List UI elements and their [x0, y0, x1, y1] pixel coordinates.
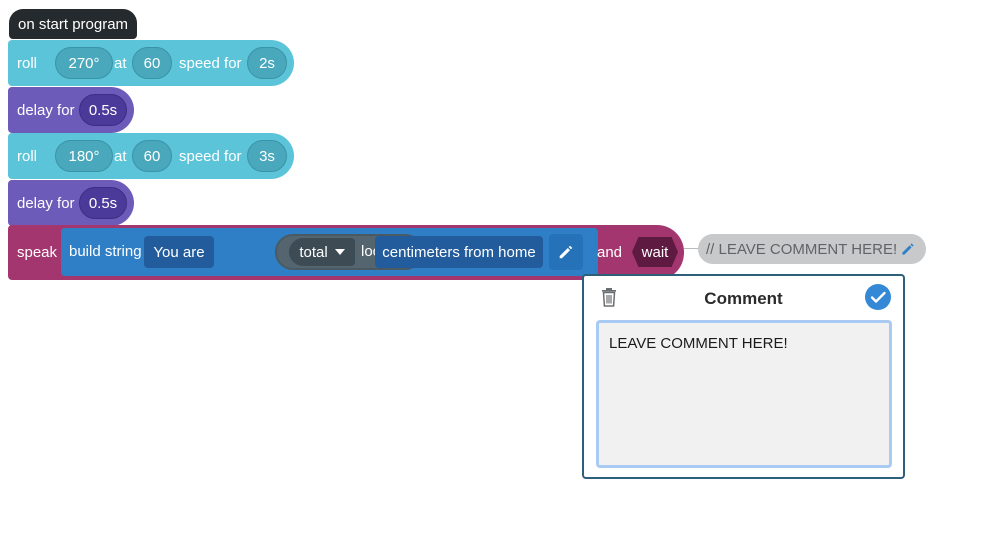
- roll-block-1[interactable]: roll 270° at 60 speed for 2s: [8, 40, 294, 86]
- delay-duration-input[interactable]: 0.5s: [79, 187, 127, 219]
- build-string-label: build string: [69, 243, 142, 260]
- roll-label: roll: [17, 54, 38, 72]
- and-label: and: [597, 244, 623, 261]
- total-dropdown[interactable]: total: [289, 238, 355, 266]
- delay-block-2[interactable]: delay for 0.5s: [8, 180, 134, 226]
- string-part-2-input[interactable]: centimeters from home: [375, 236, 543, 268]
- heading-input[interactable]: 180°: [55, 140, 113, 172]
- string-part-1-input[interactable]: You are: [144, 236, 214, 268]
- duration-input[interactable]: 2s: [247, 47, 287, 79]
- speed-for-label: speed for: [179, 55, 242, 72]
- build-string-block[interactable]: build string You are total location cent…: [61, 228, 598, 276]
- comment-tag[interactable]: // LEAVE COMMENT HERE!: [698, 234, 926, 264]
- chevron-down-icon: [334, 249, 345, 255]
- hat-label: on start program: [18, 15, 129, 33]
- comment-panel: Comment LEAVE COMMENT HERE!: [582, 274, 905, 479]
- speak-block[interactable]: speak build string You are total locatio…: [8, 225, 684, 280]
- heading-input[interactable]: 270°: [55, 47, 113, 79]
- trash-icon[interactable]: [600, 287, 618, 307]
- speed-input[interactable]: 60: [132, 140, 172, 172]
- at-label: at: [114, 148, 127, 165]
- comment-textarea[interactable]: LEAVE COMMENT HERE!: [596, 320, 892, 468]
- comment-connector: [684, 248, 698, 249]
- wait-toggle[interactable]: wait: [632, 237, 678, 267]
- speed-for-label: speed for: [179, 148, 242, 165]
- delay-duration-input[interactable]: 0.5s: [79, 94, 127, 126]
- delay-label: delay for: [17, 101, 75, 119]
- speak-label: speak: [17, 244, 58, 261]
- checkmark-icon: [870, 291, 886, 303]
- check-circle-icon[interactable]: [865, 284, 891, 310]
- speed-input[interactable]: 60: [132, 47, 172, 79]
- roll-label: roll: [17, 147, 38, 165]
- at-label: at: [114, 55, 127, 72]
- comment-tag-text: // LEAVE COMMENT HERE!: [706, 240, 898, 258]
- delay-label: delay for: [17, 194, 75, 212]
- comment-panel-title: Comment: [704, 289, 783, 308]
- duration-input[interactable]: 3s: [247, 140, 287, 172]
- edit-string-button[interactable]: [549, 234, 583, 270]
- roll-block-2[interactable]: roll 180° at 60 speed for 3s: [8, 133, 294, 179]
- pencil-icon: [559, 245, 573, 259]
- start-hat-block[interactable]: on start program: [9, 9, 138, 39]
- delay-block-1[interactable]: delay for 0.5s: [8, 87, 134, 133]
- pencil-icon[interactable]: [900, 241, 916, 257]
